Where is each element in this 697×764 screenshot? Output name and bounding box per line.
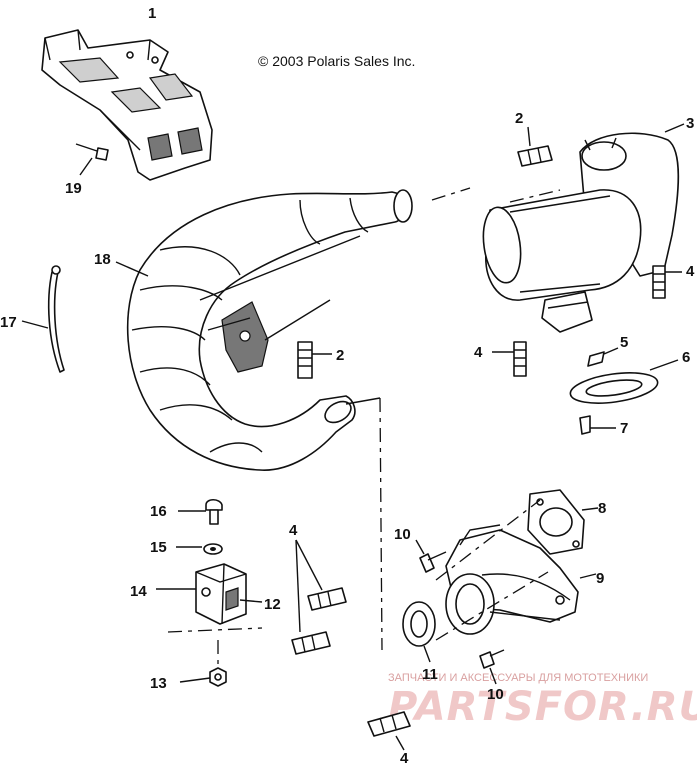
watermark: PARTSFOR.RU ЗАПЧАСТИ И АКСЕССУАРЫ ДЛЯ МО… (388, 672, 697, 730)
callout-10-upper: 10 (394, 526, 411, 543)
part-5-clip (587, 347, 619, 367)
callout-1: 1 (148, 5, 156, 22)
watermark-tagline: ЗАПЧАСТИ И АКСЕССУАРЫ ДЛЯ МОТОТЕХНИКИ (388, 672, 648, 684)
callout-13: 13 (150, 675, 167, 692)
callout-2-left: 2 (336, 347, 344, 364)
part-3-silencer (482, 123, 685, 333)
callout-4-center: 4 (289, 522, 298, 539)
part-1-bracket (41, 29, 213, 181)
callout-14: 14 (130, 583, 147, 600)
part-14-mount-block (156, 563, 247, 625)
callout-16: 16 (150, 503, 167, 520)
part-9-manifold (445, 524, 597, 635)
callout-17: 17 (0, 314, 17, 331)
part-4-springs-center (291, 539, 347, 655)
part-19-bolt (75, 143, 109, 176)
part-12-leader (239, 599, 263, 603)
callout-4-middle: 4 (474, 344, 483, 361)
callout-4-right: 4 (686, 263, 695, 280)
callout-7: 7 (620, 420, 628, 437)
callout-9: 9 (596, 570, 604, 587)
callout-10-lower: 10 (487, 686, 504, 703)
callout-labels: 1 2 2 3 4 4 4 4 5 6 7 8 9 10 10 11 12 13… (0, 5, 695, 764)
callout-12: 12 (264, 596, 281, 613)
part-8-gasket-plate (527, 489, 599, 555)
part-4-spring-bottom (367, 711, 411, 751)
watermark-logo: PARTSFOR.RU (388, 684, 697, 730)
callout-6: 6 (682, 349, 690, 366)
callout-5: 5 (620, 334, 628, 351)
part-13-nut (179, 667, 227, 687)
copyright-notice: © 2003 Polaris Sales Inc. (258, 53, 415, 69)
part-2-spring-top (517, 126, 553, 167)
part-16-bolt (178, 498, 223, 525)
assembly-lines (167, 187, 561, 666)
callout-3: 3 (686, 115, 694, 132)
part-15-washer (176, 543, 223, 555)
part-6-gasket (569, 359, 679, 404)
callout-19: 19 (65, 180, 82, 197)
callout-15: 15 (150, 539, 167, 556)
part-4-spring-right (652, 265, 682, 299)
part-2-spring-left (297, 341, 332, 379)
callout-2-top: 2 (515, 110, 523, 127)
callout-4-bottom: 4 (400, 750, 409, 764)
part-10-bolt-lower (479, 649, 505, 685)
callout-18: 18 (94, 251, 111, 268)
callout-8: 8 (598, 500, 606, 517)
part-11-seal-ring (402, 601, 436, 663)
callout-11: 11 (422, 666, 438, 683)
part-10-bolt-upper (415, 539, 447, 573)
part-17-strap (21, 265, 65, 373)
part-7-screw (579, 415, 616, 435)
part-18-expansion-chamber (126, 189, 413, 471)
part-4-spring-middle (492, 341, 527, 377)
